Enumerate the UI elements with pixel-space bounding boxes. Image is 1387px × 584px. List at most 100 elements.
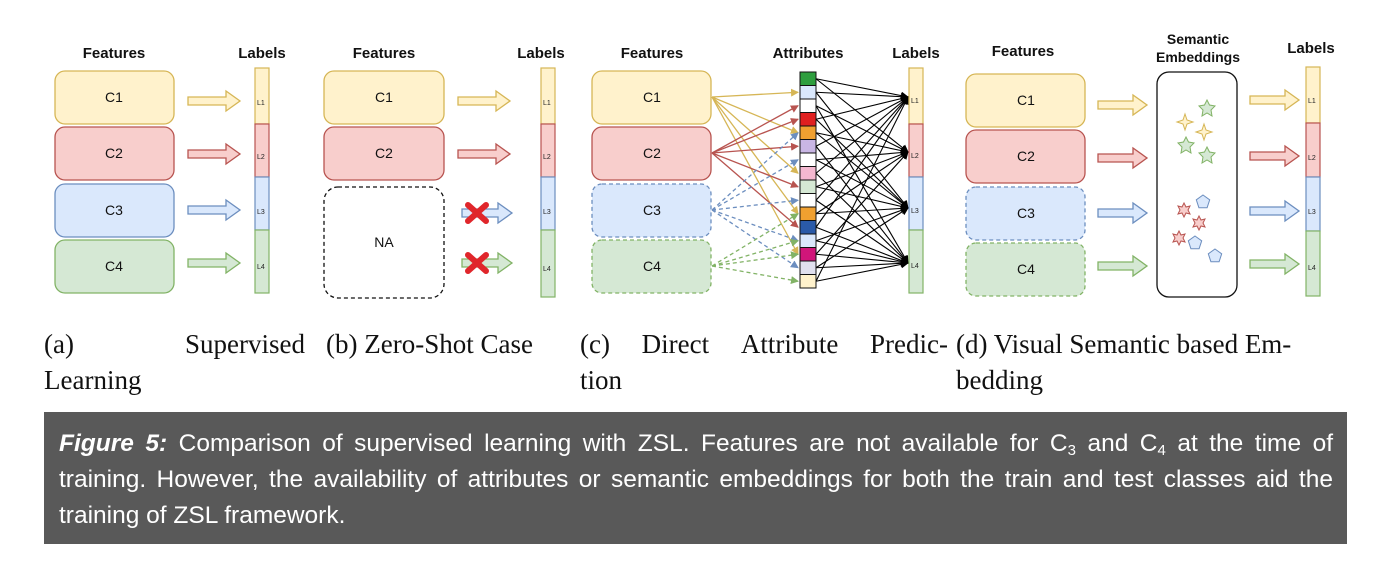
attribute-label-link [815,91,909,209]
class-label-c3: C3 [1017,205,1035,221]
label-l1: L1 [257,100,265,107]
class-box-c4 [965,242,1086,297]
class-box-c4 [54,239,175,294]
label-l3: L3 [1308,209,1316,216]
arrow-c1 [457,89,512,113]
subcaption-c-line1-b: Direct [641,329,710,359]
class-label-c1: C1 [375,89,393,105]
attribute-label-link [815,151,909,255]
attribute-label-link [815,96,909,174]
label-l3: L3 [543,209,551,216]
starburst-icon [1177,201,1191,219]
attribute-label-link [815,105,909,153]
star-icon [1176,135,1196,154]
feature-attribute-link [711,152,799,188]
feature-attribute-link [711,142,799,154]
feature-attribute-link [711,96,799,215]
attribute-label-link [815,259,909,269]
class-label-c1: C1 [105,89,123,105]
attribute-label-link [815,260,909,282]
class-label-c2: C2 [375,145,393,161]
feature-attribute-link [711,213,799,267]
subcaption-a-line1-a: (a) [44,329,74,359]
label-l3: L3 [911,208,919,215]
features-header: Features [83,45,146,62]
attribute-label-link [815,150,909,188]
attribute-label-link [815,204,909,215]
label-bar-l4 [254,229,270,294]
label-l2: L2 [911,153,919,160]
attribute-label-link [815,78,909,100]
class-box-c2 [591,126,712,181]
attribute-label-link [815,226,909,265]
attribute-label-link [815,132,909,155]
label-bar-l3 [908,176,924,231]
label-bar-l4 [540,229,556,298]
attributes-header: Attributes [773,45,844,62]
attribute-label-link [815,132,909,209]
attribute-cell [799,193,817,208]
panel-b-zero-shot: Features Labels C1 C2 NA L1 L2 L3 L4 [323,45,565,299]
class-box-c2 [323,126,445,181]
attribute-label-link [815,148,909,161]
label-bar-l2 [540,123,556,178]
label-l1: L1 [543,100,551,107]
attribute-cell [799,71,817,86]
attribute-label-link [815,172,909,264]
labels-header: Labels [238,45,286,62]
feature-attribute-link [711,152,799,228]
class-box-c2 [54,126,175,181]
attribute-label-link [815,96,909,201]
embedding-space-box [1156,71,1238,298]
class-box-c3 [54,183,175,238]
attribute-label-link [815,145,909,264]
attribute-cell [799,98,817,113]
semantic-header-line1: Semantic [1167,31,1229,47]
feature-attribute-link [711,209,799,269]
label-bar-l1 [540,67,556,125]
label-bar-l2 [908,123,924,178]
feature-attribute-link [711,197,799,211]
attribute-cell [799,112,817,127]
class-label-c2: C2 [105,145,123,161]
arrow-c2 [457,142,512,166]
semantic-header-line2: Embeddings [1156,49,1240,65]
label-l4: L4 [911,263,919,270]
arrow-c1 [1097,93,1149,117]
attribute-cell [799,206,817,221]
subcaption-c-line2: tion [580,365,623,395]
label-bar-l2 [254,123,270,178]
label-bar-l1 [254,67,270,125]
feature-attribute-link [711,159,799,211]
feature-attribute-link [711,251,799,267]
figure-caption: Figure 5: Comparison of supervised learn… [44,412,1347,544]
label-l4: L4 [257,264,265,271]
attribute-label-link [815,159,909,209]
feature-attribute-links [711,88,799,284]
arrow-c4 [1097,254,1149,278]
label-bar-l3 [254,176,270,231]
class-label-c2: C2 [643,145,661,161]
subcaption-c-line1-d: Predic- [870,329,948,359]
feature-attribute-link [711,209,799,243]
subcaption-c-line1-a: (c) [580,329,610,359]
figure-caption-text-1: Comparison of supervised learning with Z… [167,430,1068,457]
figure-5-diagram: Features Labels C1 C2 C3 C4 L1 L2 L3 L4 … [54,31,1335,299]
star-icon [1175,112,1195,132]
class-box-c3 [591,183,712,238]
panel-a-supervised: Features Labels C1 C2 C3 C4 L1 L2 L3 L4 [54,45,286,294]
class-label-c1: C1 [1017,92,1035,108]
figure-caption-text-2: and C [1075,430,1158,457]
attribute-label-link [815,96,909,282]
feature-attribute-link [711,96,799,174]
label-bar-l4 [908,229,924,294]
label-bar-l4 [1305,230,1321,297]
label-bar-l3 [1305,176,1321,232]
pentagon-icon [1195,194,1211,209]
figure-caption-sub-2: 4 [1157,442,1166,459]
figure-caption-label: Figure 5: [59,430,168,457]
arrow-c3 [187,198,242,222]
attribute-label-link [815,96,909,228]
attribute-cell [799,152,817,167]
